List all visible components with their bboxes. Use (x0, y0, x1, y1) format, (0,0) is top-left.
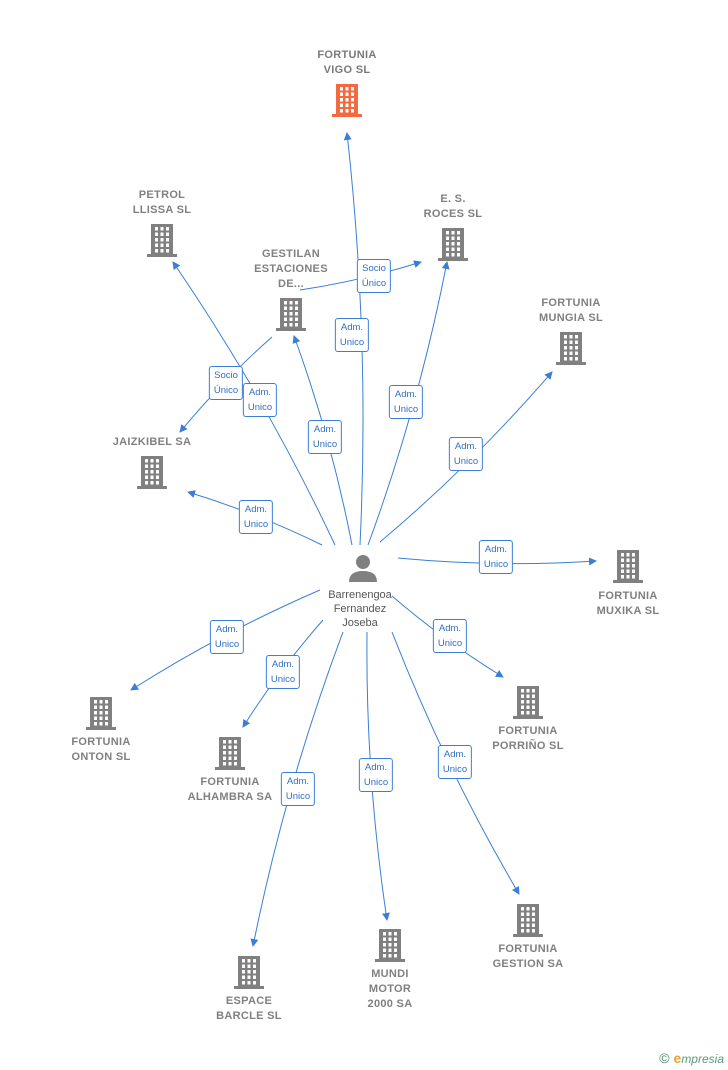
relation-label[interactable]: Adm. Unico (432, 619, 468, 653)
relation-label[interactable]: Adm. Unico (437, 745, 473, 779)
company-name: FORTUNIA ONTON SL (71, 736, 131, 763)
company-name: FORTUNIA MUNGIA SL (538, 297, 603, 324)
relation-label[interactable]: Socio Único (208, 366, 244, 400)
building-icon (332, 83, 362, 122)
company-name: FORTUNIA MUXIKA SL (596, 590, 660, 617)
relation-label[interactable]: Adm. Unico (448, 437, 484, 471)
building-icon (438, 227, 468, 266)
building-icon (276, 297, 306, 336)
relation-label[interactable]: Adm. Unico (388, 385, 424, 419)
company-name: FORTUNIA PORRIÑO SL (492, 725, 564, 752)
relation-label[interactable]: Socio Único (356, 259, 392, 293)
building-icon (234, 955, 264, 994)
company-name: FORTUNIA GESTION SA (492, 943, 564, 970)
company-name: GESTILAN ESTACIONES DE... (254, 248, 328, 290)
company-name: ESPACE BARCLE SL (216, 995, 282, 1022)
relation-label[interactable]: Adm. Unico (209, 620, 245, 654)
building-icon (215, 736, 245, 775)
person-name: Barrenengoa Fernandez Joseba (328, 589, 392, 629)
building-icon (147, 223, 177, 262)
company-name: MUNDI MOTOR 2000 SA (367, 968, 413, 1010)
building-icon (556, 331, 586, 370)
company-name: FORTUNIA ALHAMBRA SA (187, 776, 273, 803)
relation-label[interactable]: Adm. Unico (280, 772, 316, 806)
company-name: JAIZKIBEL SA (112, 436, 192, 448)
relation-label[interactable]: Adm. Unico (478, 540, 514, 574)
company-name: E. S. ROCES SL (423, 193, 483, 220)
relation-label[interactable]: Adm. Unico (307, 420, 343, 454)
relation-label[interactable]: Adm. Unico (265, 655, 301, 689)
copyright-symbol: © (659, 1050, 670, 1066)
relation-label[interactable]: Adm. Unico (358, 758, 394, 792)
building-icon (86, 696, 116, 735)
building-icon (613, 549, 643, 588)
person-icon (349, 555, 377, 582)
empresia-logo: empresia (673, 1050, 724, 1066)
building-icon (513, 903, 543, 942)
relation-label[interactable]: Adm. Unico (238, 500, 274, 534)
building-icon (513, 685, 543, 724)
relation-label[interactable]: Adm. Unico (242, 383, 278, 417)
company-name: FORTUNIA VIGO SL (317, 49, 377, 76)
building-icon (137, 455, 167, 494)
footer-brand[interactable]: © empresia (659, 1050, 724, 1066)
relation-label[interactable]: Adm. Unico (334, 318, 370, 352)
company-name: PETROL LLISSA SL (132, 189, 192, 216)
building-icon (375, 928, 405, 967)
